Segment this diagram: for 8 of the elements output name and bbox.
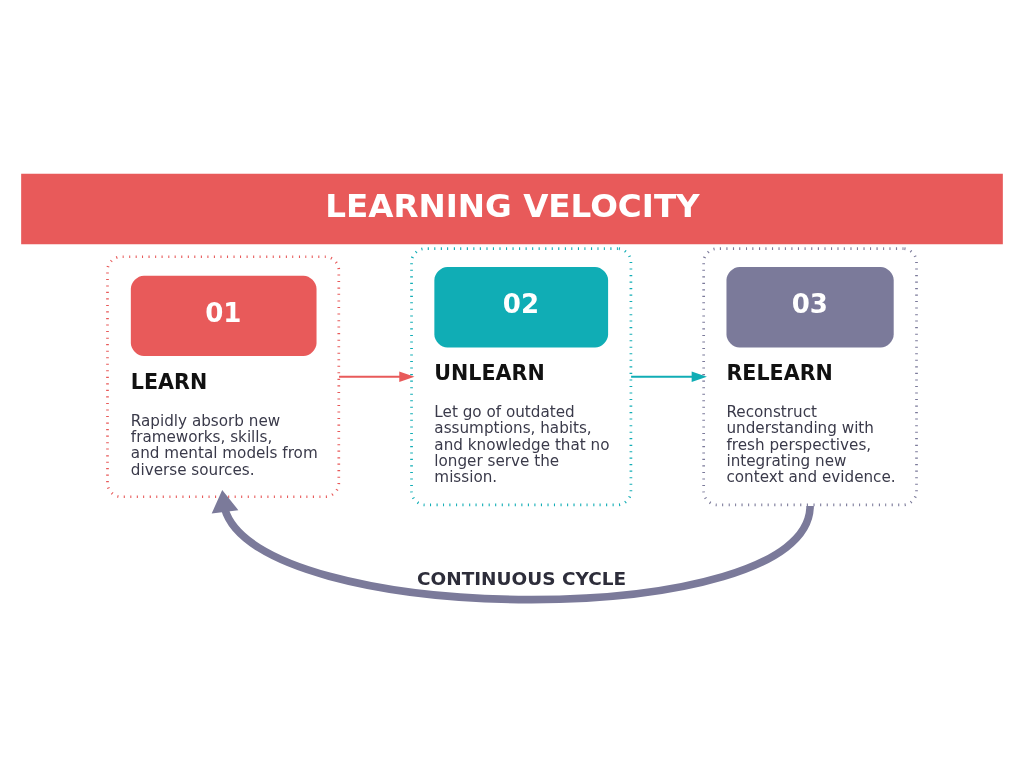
- node-box: 01 LEARN Rapidly absorb new frameworks, skills, and mental models from diverse sources.: [106, 254, 341, 498]
- arrow: [339, 370, 415, 382]
- diagram-title: LEARNING VELOCITY: [325, 186, 700, 225]
- edge-label: CONTINUOUS CYCLE: [416, 567, 627, 589]
- arrow: [211, 489, 814, 603]
- node-box: 03 RELEARN Reconstruct understanding with fresh perspectives, integrating new context and evidence.: [702, 246, 918, 506]
- arrow: [631, 370, 707, 382]
- node-box: 02 UNLEARN Let go of outdated assumptions, habits, and knowledge that no longer serve the mission.: [410, 246, 633, 506]
